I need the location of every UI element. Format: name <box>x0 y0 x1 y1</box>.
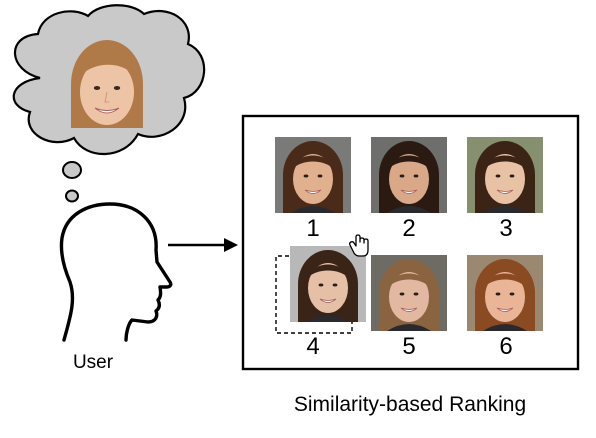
selection-dashed-box <box>275 255 353 334</box>
thought-cloud <box>12 4 206 203</box>
user-label: User <box>73 352 114 373</box>
rank-number-2: 2 <box>402 215 415 242</box>
user-head-icon <box>59 202 173 342</box>
face-thumbnail-3[interactable] <box>467 137 543 213</box>
face-thumbnail-5[interactable] <box>371 255 447 331</box>
thought-bubble-small <box>65 189 79 203</box>
face-thumbnail-4[interactable] <box>290 246 366 322</box>
ranking-frame <box>241 114 580 371</box>
ranking-caption: Similarity-based Ranking <box>294 393 526 416</box>
face-thumbnail-1[interactable] <box>275 137 351 213</box>
rank-number-3: 3 <box>499 215 512 242</box>
ranked-faces: 1 2 3 4 5 6 <box>275 137 543 360</box>
hand-pointer-icon <box>349 234 369 257</box>
face-thumbnail-6[interactable] <box>467 255 543 331</box>
rank-number-6: 6 <box>499 333 512 360</box>
thought-bubble-large <box>62 161 82 179</box>
rank-number-1: 1 <box>306 215 319 242</box>
face-thumbnail-2[interactable] <box>371 137 447 213</box>
rank-number-4: 4 <box>306 333 319 360</box>
thought-face-portrait <box>71 40 143 128</box>
arrow-to-ranking <box>168 238 238 252</box>
rank-number-5: 5 <box>402 333 415 360</box>
